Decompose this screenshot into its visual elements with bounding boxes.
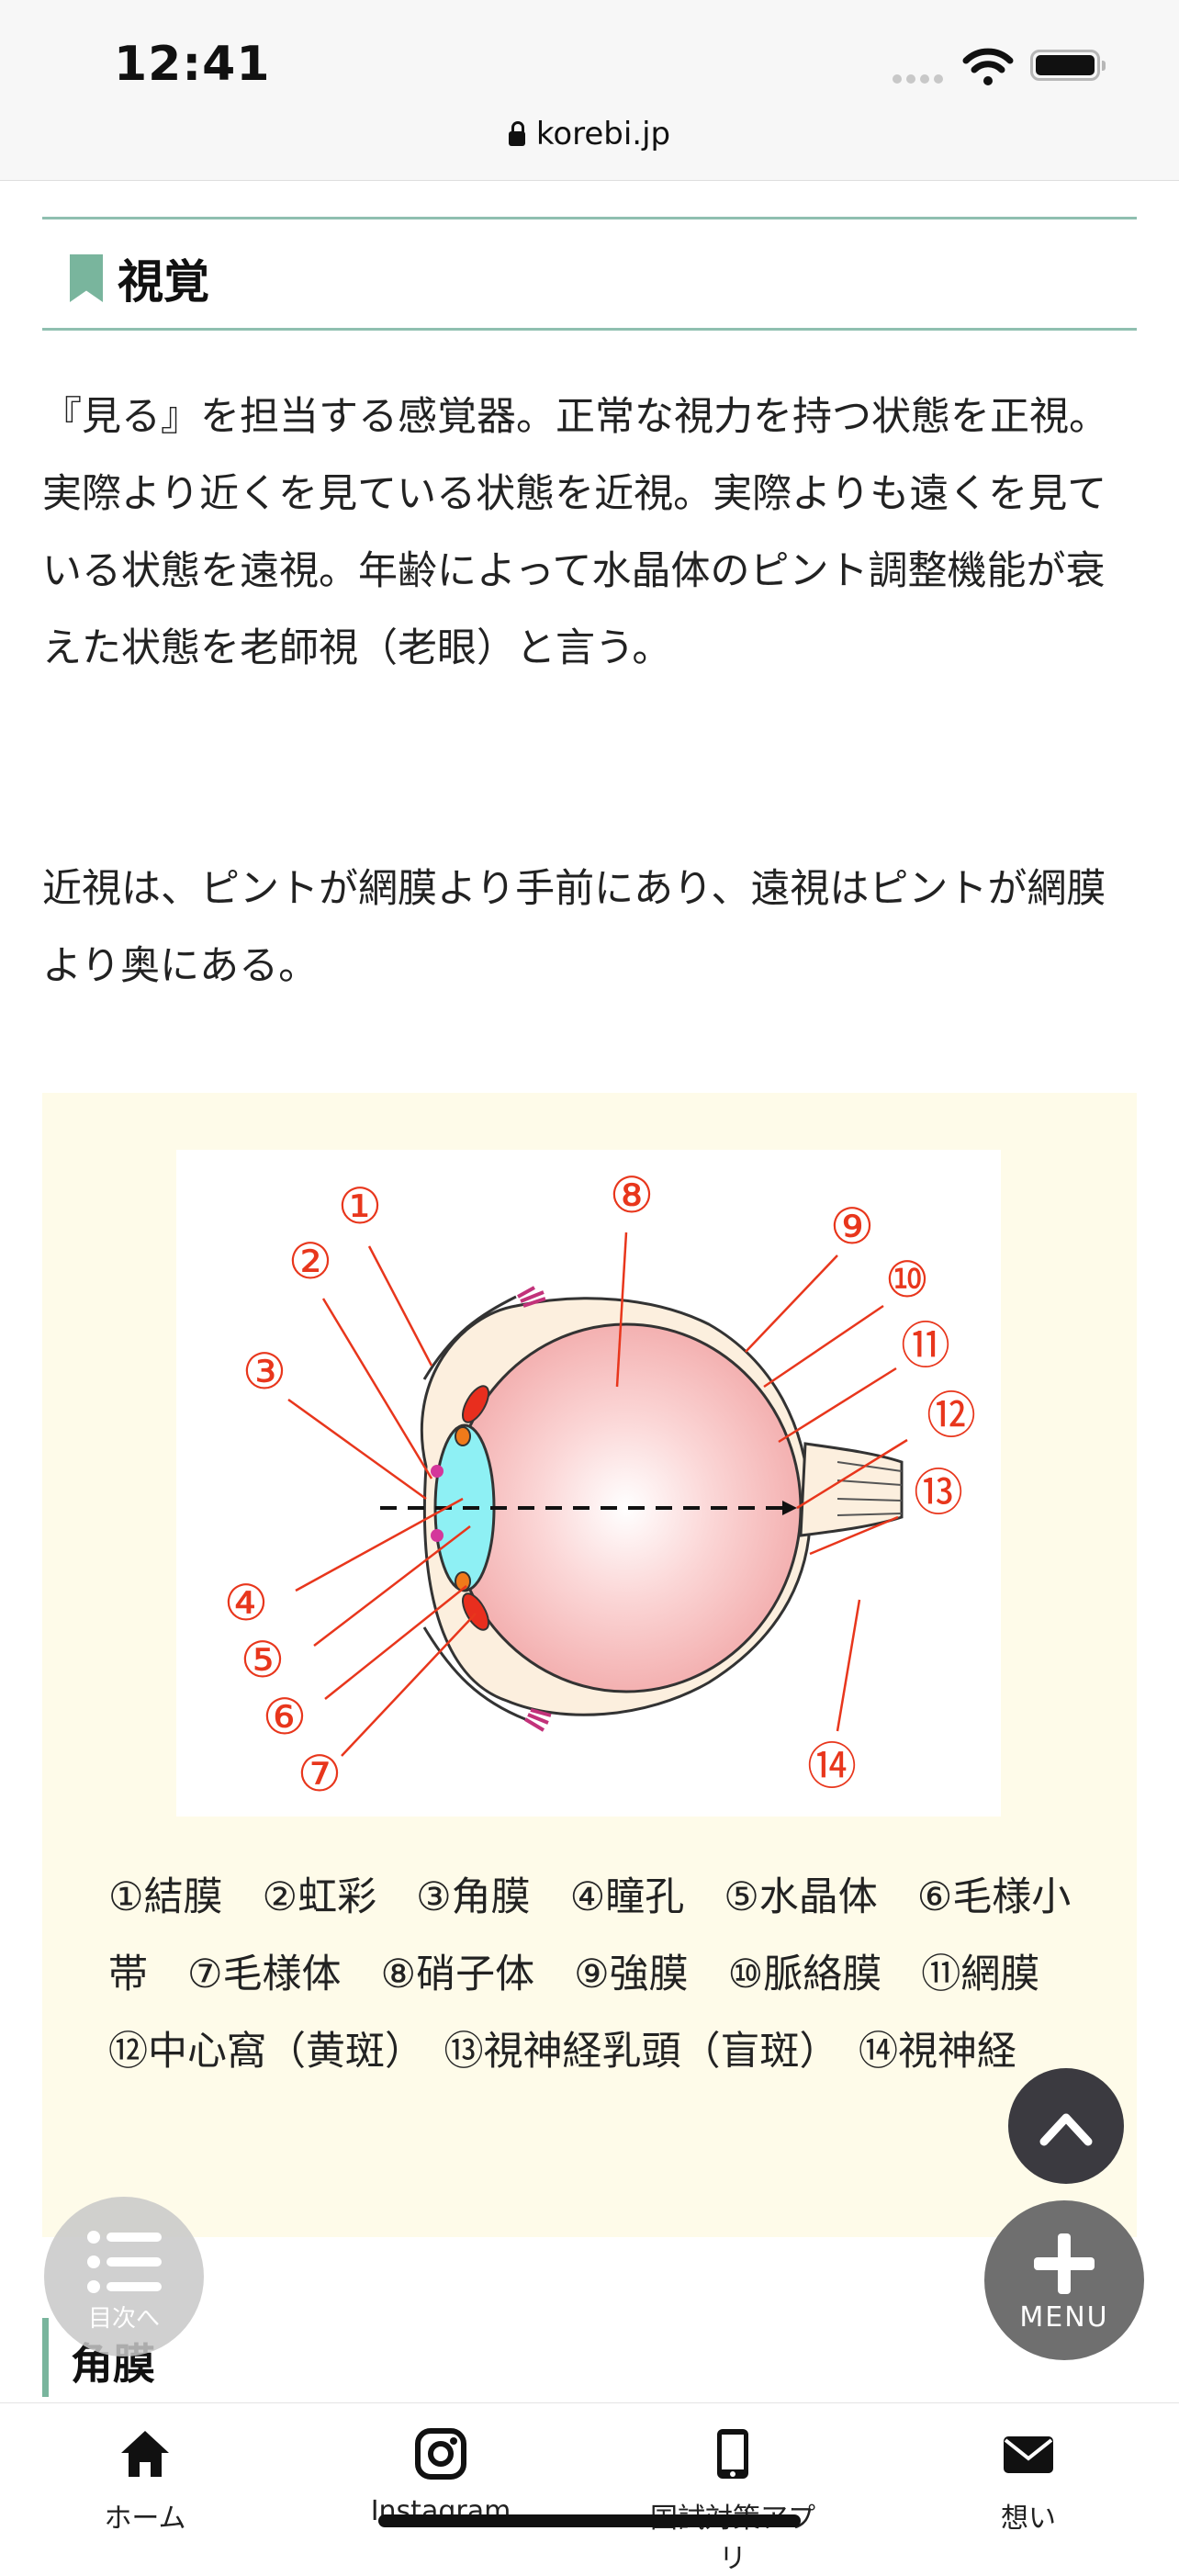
- bookmark-icon: [70, 254, 103, 302]
- section-heading: 視覚: [42, 217, 1137, 331]
- list-icon: [87, 2231, 162, 2293]
- phone-icon: [717, 2429, 748, 2479]
- diagram-label-9: ⑨: [830, 1198, 874, 1255]
- section-title: 視覚: [118, 255, 209, 309]
- diagram-label-13: ⑬: [914, 1464, 963, 1522]
- wifi-icon: [962, 48, 1014, 85]
- diagram-label-8: ⑧: [610, 1166, 654, 1224]
- menu-button[interactable]: MENU: [984, 2200, 1144, 2360]
- status-time: 12:41: [114, 37, 271, 92]
- diagram-label-5: ⑤: [241, 1631, 285, 1689]
- diagram-label-6: ⑥: [263, 1688, 307, 1746]
- diagram-label-1: ①: [338, 1177, 382, 1235]
- nav-instagram[interactable]: Instagram: [349, 2427, 533, 2527]
- toc-button-label: 目次へ: [87, 2305, 160, 2333]
- figure-caption: ①結膜 ②虹彩 ③角膜 ④瞳孔 ⑤水晶体 ⑥毛様小帯 ⑦毛様体 ⑧硝子体 ⑨強膜…: [108, 1874, 1080, 2075]
- diagram-label-11: ⑪: [901, 1317, 950, 1375]
- address-bar[interactable]: korebi.jp: [0, 116, 1179, 152]
- nav-app[interactable]: 国試対策アプリ: [641, 2427, 825, 2576]
- mail-icon: [1004, 2436, 1053, 2473]
- eye-anatomy-diagram: ① ② ③ ④ ⑤ ⑥ ⑦ ⑧ ⑨ ⑩ ⑪ ⑫ ⑬ ⑭: [176, 1150, 1001, 1817]
- scroll-to-top-button[interactable]: [1008, 2068, 1124, 2184]
- menu-button-label: MENU: [1019, 2301, 1109, 2334]
- home-icon: [121, 2431, 169, 2477]
- figure-box: ① ② ③ ④ ⑤ ⑥ ⑦ ⑧ ⑨ ⑩ ⑪ ⑫ ⑬ ⑭ ①結膜 ②虹彩 ③角膜 …: [42, 1093, 1137, 2237]
- battery-icon: [1030, 50, 1106, 81]
- diagram-label-14: ⑭: [807, 1738, 857, 1795]
- url-text: korebi.jp: [535, 116, 671, 152]
- nav-thoughts-label: 想い: [1001, 2503, 1056, 2535]
- diagram-label-10: ⑩: [885, 1251, 929, 1309]
- diagram-label-7: ⑦: [298, 1745, 342, 1803]
- bottom-navigation: ホーム Instagram 国試対策アプリ 想い: [0, 2402, 1179, 2575]
- nav-app-label: 国試対策アプリ: [650, 2503, 815, 2575]
- diagram-label-2: ②: [288, 1232, 332, 1290]
- diagram-label-12: ⑫: [926, 1387, 976, 1445]
- instagram-icon: [415, 2428, 466, 2480]
- toc-button[interactable]: 目次へ: [44, 2197, 204, 2357]
- home-indicator[interactable]: [378, 2514, 801, 2527]
- body-paragraph-1: 『見る』を担当する感覚器。正常な視力を持つ状態を正視。実際より近くを見ている状態…: [42, 394, 1108, 671]
- cellular-signal-icon: [893, 70, 948, 87]
- diagram-label-3: ③: [242, 1343, 286, 1400]
- body-paragraph-2: 近視は、ピントが網膜より手前にあり、遠視はピントが網膜より奥にある。: [42, 866, 1106, 989]
- chevron-up-icon: [1039, 2113, 1093, 2146]
- lock-icon: [508, 121, 525, 146]
- nav-thoughts[interactable]: 想い: [937, 2427, 1120, 2536]
- nav-home-label: ホーム: [104, 2503, 186, 2535]
- diagram-label-4: ④: [224, 1574, 268, 1632]
- nav-home[interactable]: ホーム: [53, 2427, 237, 2536]
- browser-top-bar: 12:41 korebi.jp: [0, 0, 1179, 181]
